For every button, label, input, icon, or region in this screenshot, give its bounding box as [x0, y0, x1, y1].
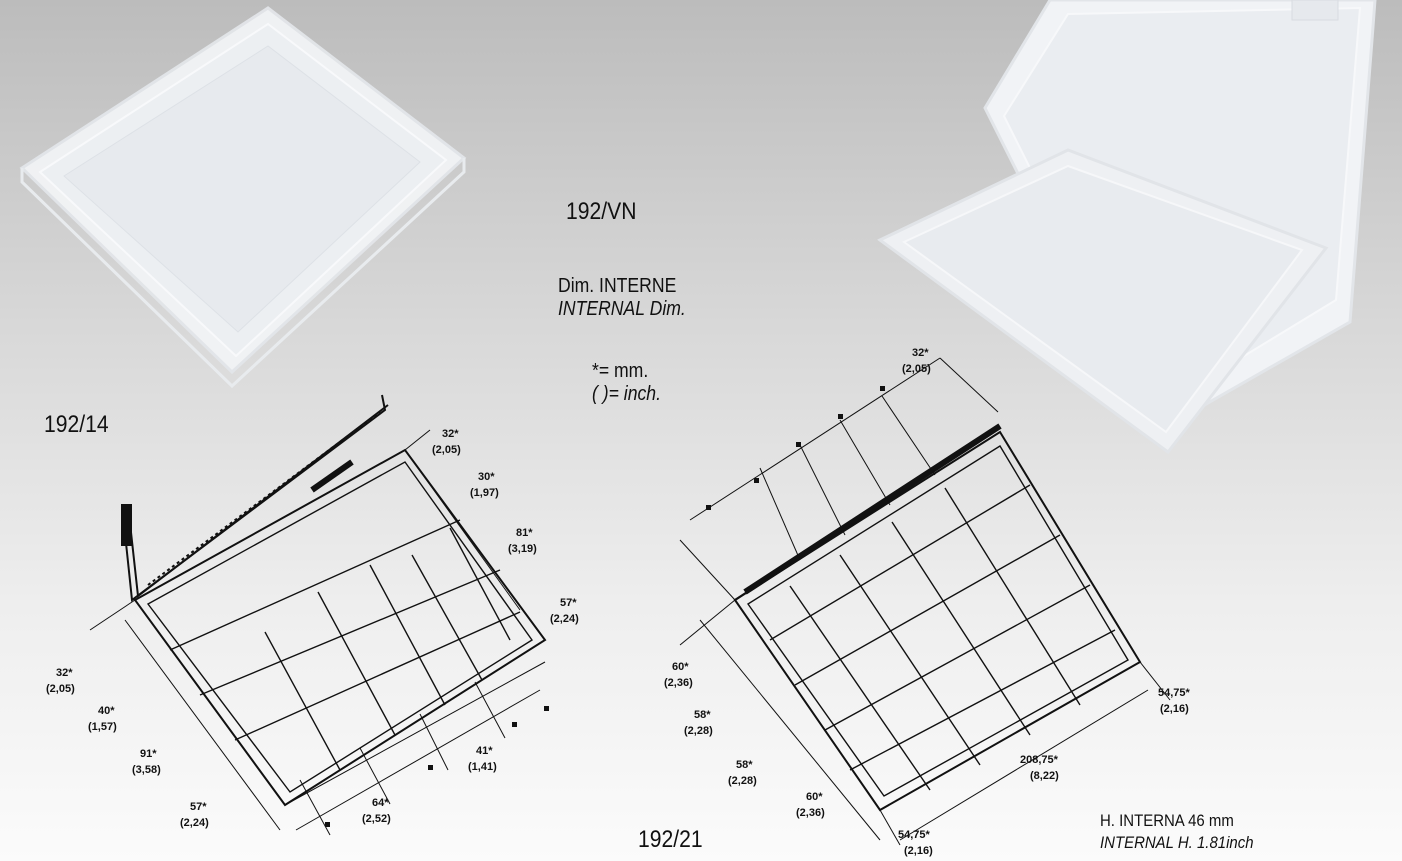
dim-l4: 57* [560, 597, 577, 609]
dim-r8: 54,75* [898, 829, 931, 841]
dim-l5: 32* [56, 667, 73, 679]
model-label-192-21: 192/21 [638, 826, 703, 853]
dim-r5-inch: (2,36) [796, 807, 825, 819]
unit-mm-legend: *= mm. [592, 360, 649, 382]
dim-l9: 41* [476, 745, 493, 757]
dim-l2-inch: (1,97) [470, 487, 499, 499]
dim-r8-inch: (2,16) [904, 845, 933, 857]
model-label-192-vn: 192/VN [566, 198, 637, 225]
dim-l2: 30* [478, 471, 495, 483]
dim-r6: 54,75* [1158, 687, 1191, 699]
dim-l5-inch: (2,05) [46, 683, 75, 695]
dim-r7: 208,75* [1020, 754, 1059, 766]
dim-l7-inch: (3,58) [132, 764, 161, 776]
dim-r6-inch: (2,16) [1160, 703, 1189, 715]
dim-l3-inch: (3,19) [508, 543, 537, 555]
unit-inch-legend: ( )= inch. [592, 383, 661, 405]
dim-l10-inch: (2,52) [362, 813, 391, 825]
dim-l3: 81* [516, 527, 533, 539]
dim-r3-inch: (2,28) [684, 725, 713, 737]
dim-l10: 64* [372, 797, 389, 809]
dim-r4-inch: (2,28) [728, 775, 757, 787]
dim-r5: 60* [806, 791, 823, 803]
internal-dim-en: INTERNAL Dim. [558, 298, 686, 320]
dim-l1-inch: (2,05) [432, 444, 461, 456]
dim-r1-inch: (2,05) [902, 363, 931, 375]
dim-l8-inch: (2,24) [180, 817, 209, 829]
internal-height-it: H. INTERNA 46 mm [1100, 811, 1234, 830]
dim-l1: 32* [442, 428, 459, 440]
model-label-192-14: 192/14 [44, 411, 109, 438]
dim-l7: 91* [140, 748, 157, 760]
dim-l6: 40* [98, 705, 115, 717]
dim-r2: 60* [672, 661, 689, 673]
dim-l6-inch: (1,57) [88, 721, 117, 733]
dim-l4-inch: (2,24) [550, 613, 579, 625]
dim-r7-inch: (8,22) [1030, 770, 1059, 782]
dim-l8: 57* [190, 801, 207, 813]
internal-dim-it: Dim. INTERNE [558, 275, 677, 297]
dim-r3: 58* [694, 709, 711, 721]
dim-l9-inch: (1,41) [468, 761, 497, 773]
internal-height-en: INTERNAL H. 1.81inch [1100, 833, 1254, 852]
dim-r4: 58* [736, 759, 753, 771]
dim-r1: 32* [912, 347, 929, 359]
dim-r2-inch: (2,36) [664, 677, 693, 689]
